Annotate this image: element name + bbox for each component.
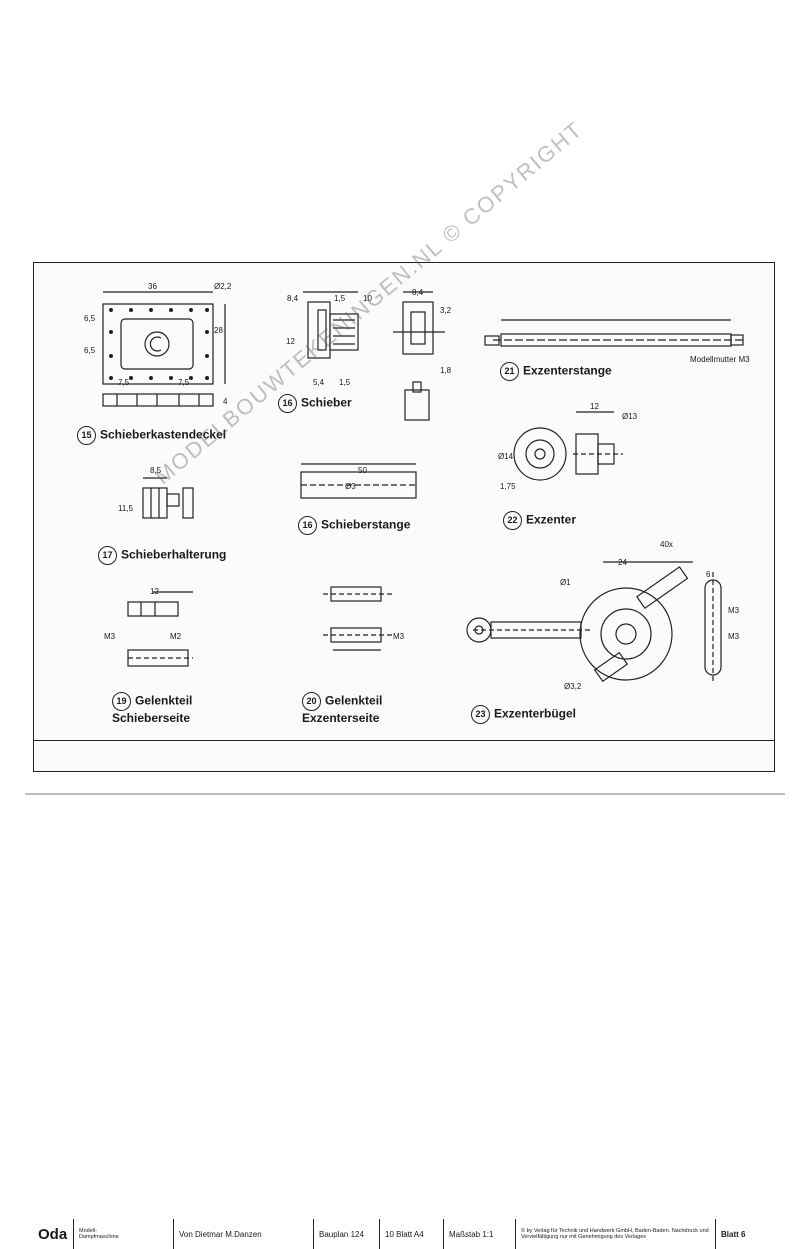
dim-label: 10 (363, 294, 372, 303)
dim-label: 7,5 (178, 378, 190, 387)
dim-label: M2 (170, 632, 182, 641)
dim-label: 28 (214, 326, 223, 335)
dim-label: 6,5 (84, 314, 96, 323)
dim-label: M3 (104, 632, 116, 641)
scale: Maßstab 1:1 (443, 1219, 515, 1249)
sheet-number: Blatt 6 (715, 1219, 773, 1249)
dim-label: 6,5 (84, 346, 96, 355)
part-23-eccentric-strap (466, 561, 722, 683)
dim-label: 8,5 (150, 466, 162, 475)
part-16-valve-rod (300, 463, 417, 499)
technical-drawing (102, 291, 744, 683)
dim-label: 7,5 (118, 378, 130, 387)
dim-label: 8,4 (412, 288, 424, 297)
dim-label: Ø2,2 (214, 282, 232, 291)
brand-logo: Oda (38, 1225, 68, 1243)
dim-label: Ø13 (622, 412, 638, 421)
scan-edge-line (25, 793, 785, 795)
dim-label: 1,5 (339, 378, 351, 387)
part-19-joint-valve-side (127, 591, 193, 667)
part-20-joint-eccentric-side (323, 586, 393, 651)
dim-label: M3 (728, 606, 740, 615)
dim-label: 36 (148, 282, 157, 291)
dim-label: 8,4 (287, 294, 299, 303)
dim-label: 3,2 (440, 306, 452, 315)
part-16-slide-valve (303, 291, 445, 421)
dim-label: 1,5 (334, 294, 346, 303)
dim-label: 6 (706, 570, 711, 579)
dim-label: 11,5 (118, 504, 133, 513)
dim-label: 24 (618, 558, 627, 567)
dim-label: Ø3 (345, 482, 356, 491)
title-block: Oda Modell-Dampfmaschine Von Dietmar M.D… (33, 740, 775, 1249)
dim-label: 12 (590, 402, 599, 411)
dim-label: 1,8 (440, 366, 452, 375)
sheet-count: 10 Blatt A4 (379, 1219, 443, 1249)
drawing-sheet (33, 262, 775, 772)
part-22-eccentric (513, 411, 623, 481)
dim-label: 12 (286, 337, 295, 346)
dim-label: Modellmutter M3 (690, 355, 750, 364)
dim-label: 40x (660, 540, 673, 549)
dim-label: Ø3,2 (564, 682, 582, 691)
dim-label: 50 (358, 466, 367, 475)
plan-number: Bauplan 124 (313, 1219, 379, 1249)
dim-label: 5,4 (313, 378, 325, 387)
copyright-note: © by Verlag für Technik und Handwerk Gmb… (515, 1219, 715, 1249)
author: Von Dietmar M.Danzen (173, 1219, 313, 1249)
dim-label: 1,75 (500, 482, 516, 491)
series-title: Modell-Dampfmaschine (73, 1219, 139, 1249)
part-17-valve-holder (142, 477, 194, 519)
dim-label: 4 (223, 397, 228, 406)
dim-label: Ø1 (560, 578, 571, 587)
dim-label: M3 (728, 632, 740, 641)
dim-label: M3 (393, 632, 405, 641)
part-15-cover-plate (102, 291, 226, 407)
dim-label: 12 (150, 587, 159, 596)
part-21-eccentric-rod (484, 319, 744, 347)
dim-label: Ø14 (498, 452, 514, 461)
